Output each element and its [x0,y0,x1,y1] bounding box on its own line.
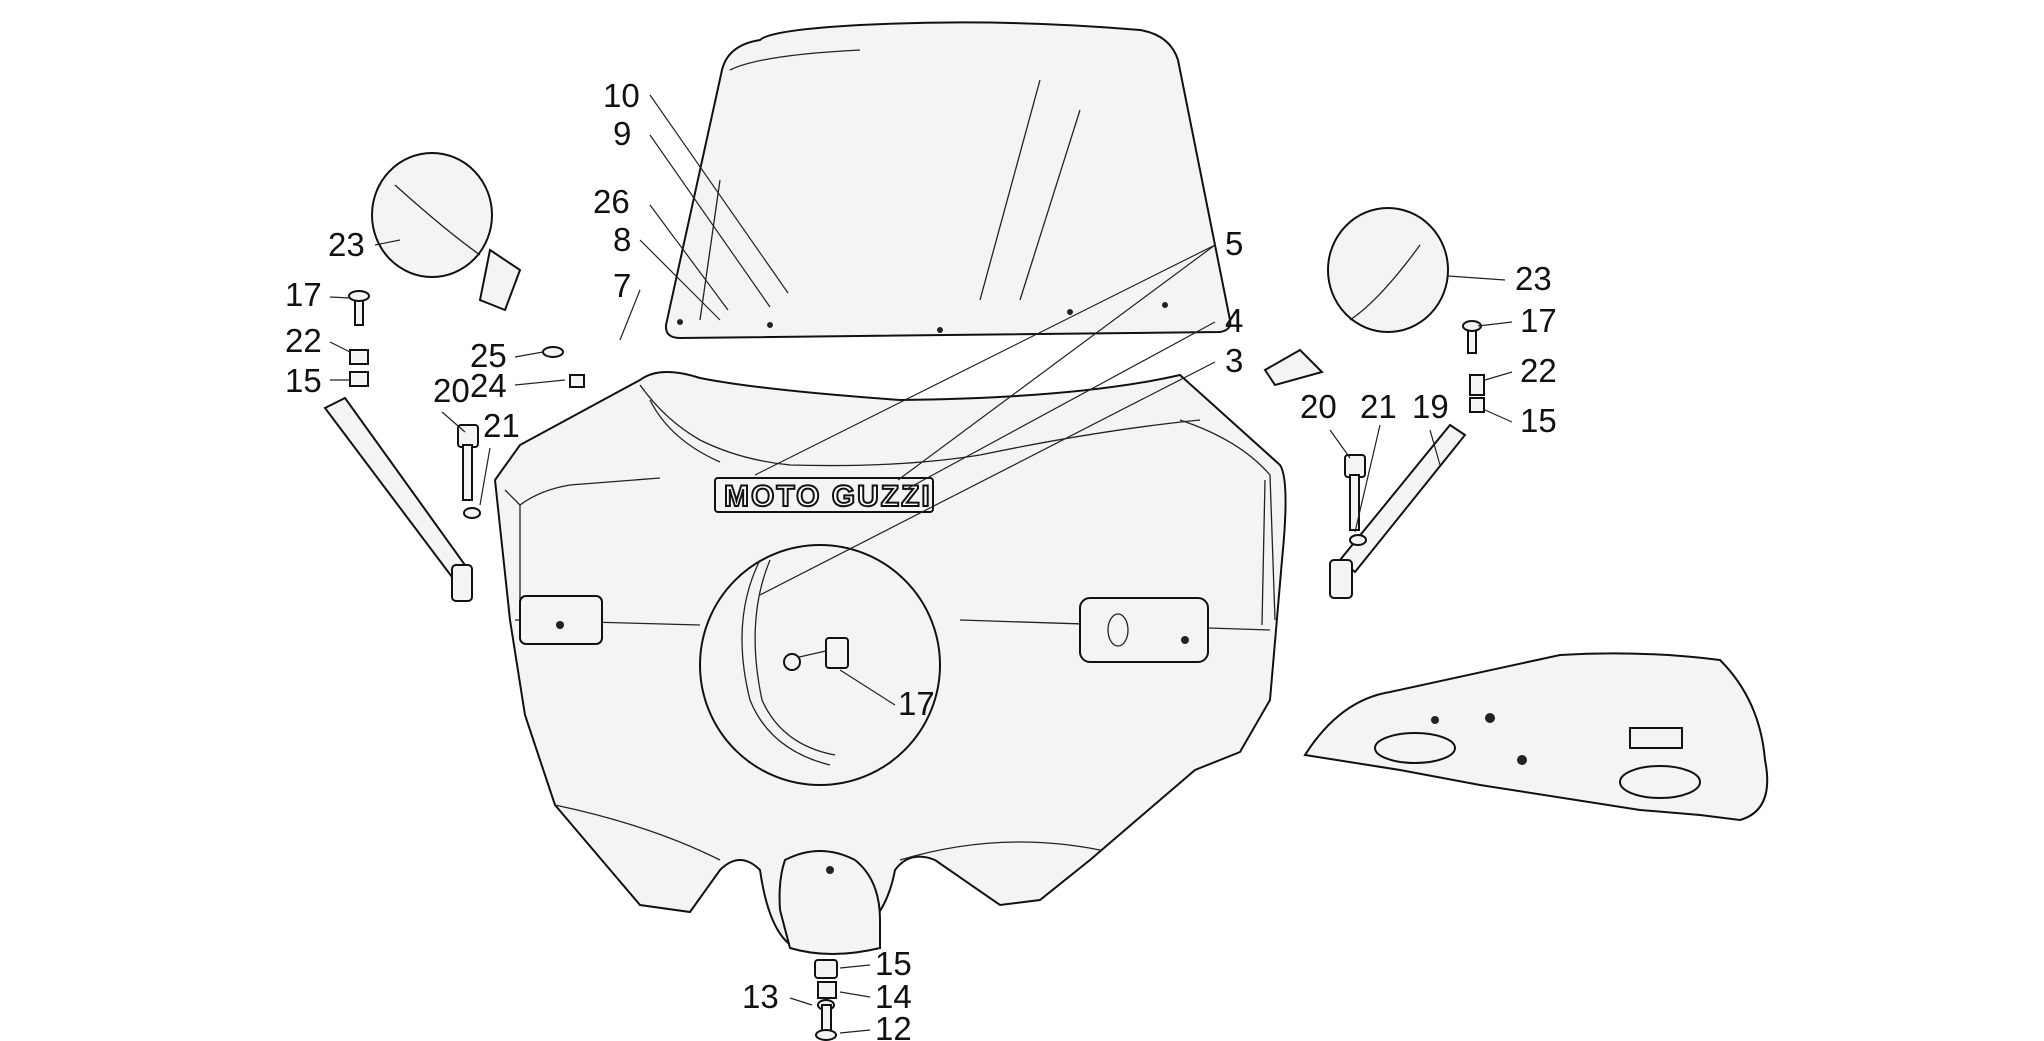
callout-17-right: 17 [1520,302,1557,339]
bottom-fastener-stack [814,959,838,1041]
callout-14: 14 [875,978,912,1015]
callout-19: 19 [1412,388,1449,425]
callout-20-left: 20 [433,372,470,409]
callout-labels: 10 9 26 8 7 5 4 3 23 17 22 15 25 24 20 2… [285,77,1557,1041]
callout-23-right: 23 [1515,260,1552,297]
callout-12: 12 [875,1010,912,1041]
right-mirror-assembly [1263,207,1485,599]
callout-23-left: 23 [328,226,365,263]
callout-13: 13 [742,978,779,1015]
callout-17-left: 17 [285,276,322,313]
callout-21-left: 21 [483,407,520,444]
callout-25: 25 [470,337,507,374]
callout-15-left: 15 [285,362,322,399]
fairing-inner-panel [1303,652,1769,822]
callout-3: 3 [1225,342,1243,379]
callout-15-bottom: 15 [875,945,912,982]
callout-5: 5 [1225,225,1243,262]
callout-8: 8 [613,221,631,258]
callout-24: 24 [470,367,507,404]
callout-20-right: 20 [1300,388,1337,425]
windscreen [664,21,1232,340]
callout-21-right: 21 [1360,388,1397,425]
callout-22-left: 22 [285,322,322,359]
callout-9: 9 [613,115,631,152]
fairing-body: MOTO GUZZI [493,370,1287,955]
callout-26: 26 [593,183,630,220]
callout-10: 10 [603,77,640,114]
callout-17-center: 17 [898,685,935,722]
callout-4: 4 [1225,302,1243,339]
brand-emblem-text: MOTO GUZZI [724,480,932,513]
callout-22-right: 22 [1520,352,1557,389]
left-mirror-assembly [323,152,585,602]
leader-lines [329,94,1513,1034]
callout-15-right: 15 [1520,402,1557,439]
callout-7: 7 [613,267,631,304]
